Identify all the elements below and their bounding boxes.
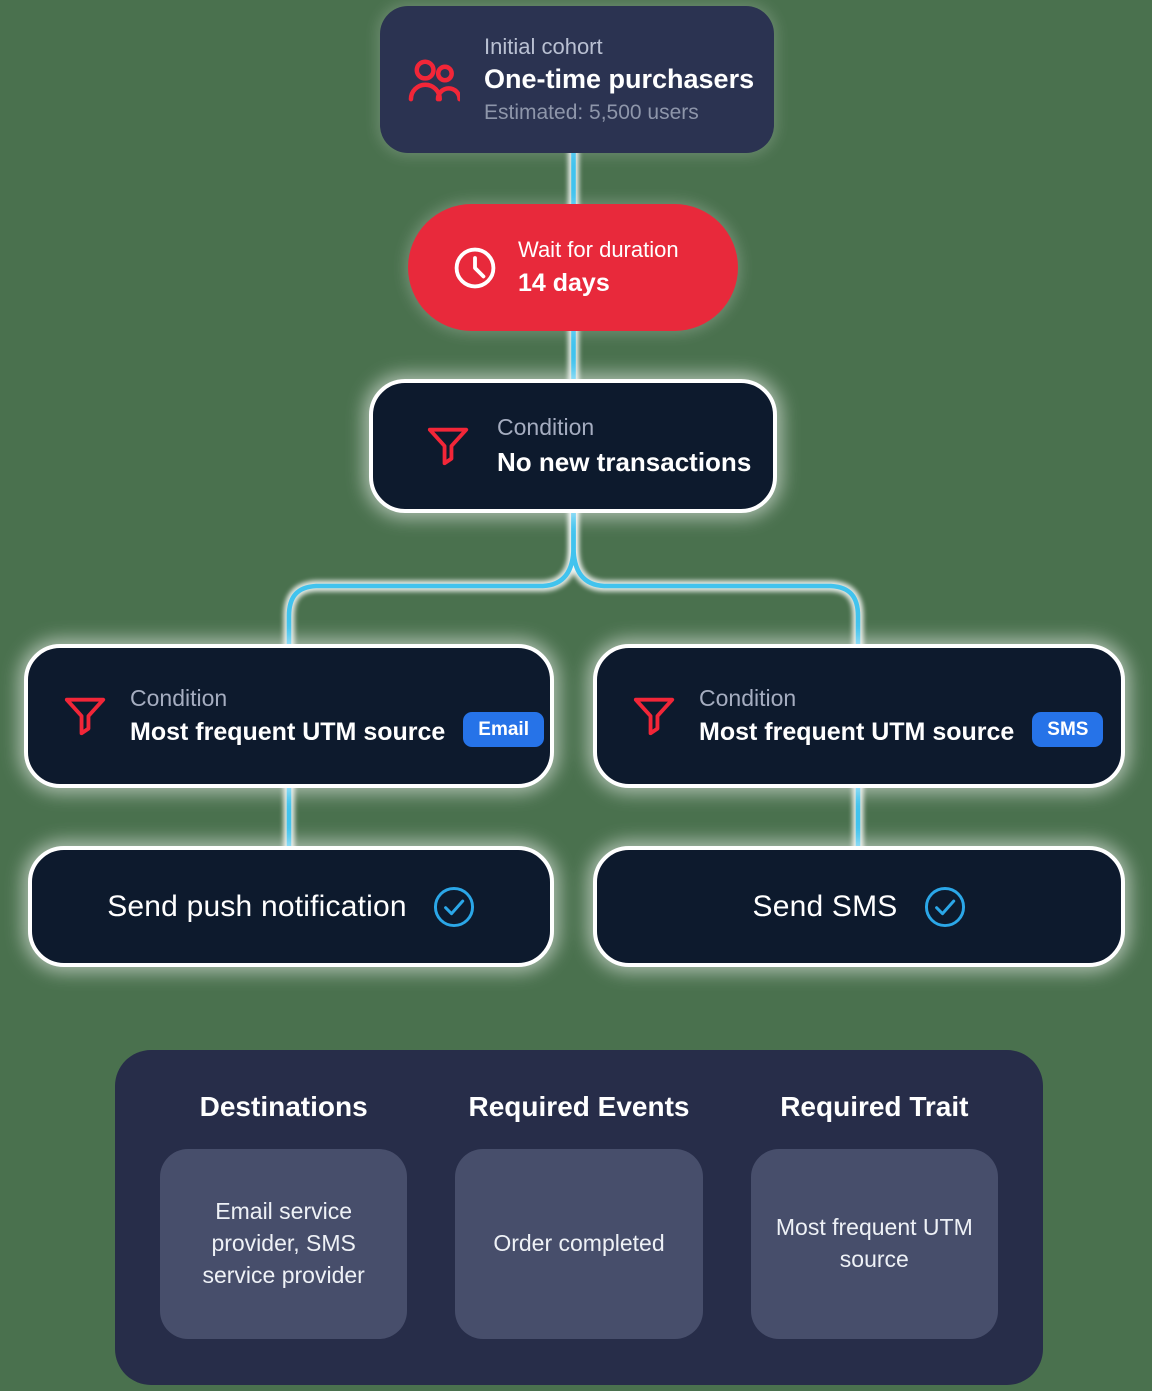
clock-icon [454,247,496,288]
summary-column-required-trait: Required Trait Most frequent UTM source [750,1091,998,1385]
node-kind-label: Wait for duration [518,237,679,263]
filter-icon [427,427,469,466]
node-title: No new transactions [497,446,752,477]
column-card: Order completed [455,1148,703,1339]
node-title: Send push notification [107,889,407,923]
node-wait-duration[interactable]: Wait for duration 14 days [408,204,738,331]
check-circle-icon [924,886,965,927]
filter-icon [633,697,675,736]
node-action-send-push[interactable]: Send push notification [28,846,554,967]
node-title: 14 days [518,268,610,297]
column-header: Destinations [199,1091,368,1122]
node-estimate: Estimated: 5,500 users [484,101,699,125]
node-initial-cohort[interactable]: Initial cohort One-time purchasers Estim… [380,6,774,153]
channel-badge-email: Email [463,711,544,747]
column-header: Required Trait [780,1091,969,1122]
users-icon [408,59,460,101]
node-kind-label: Condition [130,684,228,711]
node-title: One-time purchasers [484,64,755,95]
summary-column-destinations: Destinations Email service provider, SMS… [160,1091,408,1385]
column-card: Email service provider, SMS service prov… [160,1148,408,1339]
node-condition-utm-email[interactable]: Condition Most frequent UTM source Email [24,644,554,788]
node-title: Most frequent UTM source [699,718,1015,747]
check-circle-icon [433,886,474,927]
column-card: Most frequent UTM source [750,1148,998,1339]
node-kind-label: Initial cohort [484,33,603,59]
summary-panel: Destinations Email service provider, SMS… [115,1050,1043,1385]
node-title: Most frequent UTM source [130,718,446,747]
node-action-send-sms[interactable]: Send SMS [593,846,1125,967]
node-kind-label: Condition [699,684,797,711]
node-condition-no-new-transactions[interactable]: Condition No new transactions [369,379,777,513]
node-condition-utm-sms[interactable]: Condition Most frequent UTM source SMS [593,644,1125,788]
node-kind-label: Condition [497,414,595,441]
filter-icon [64,697,106,736]
column-header: Required Events [468,1091,690,1122]
channel-badge-sms: SMS [1032,711,1104,747]
node-title: Send SMS [752,889,898,923]
summary-column-required-events: Required Events Order completed [455,1091,703,1385]
